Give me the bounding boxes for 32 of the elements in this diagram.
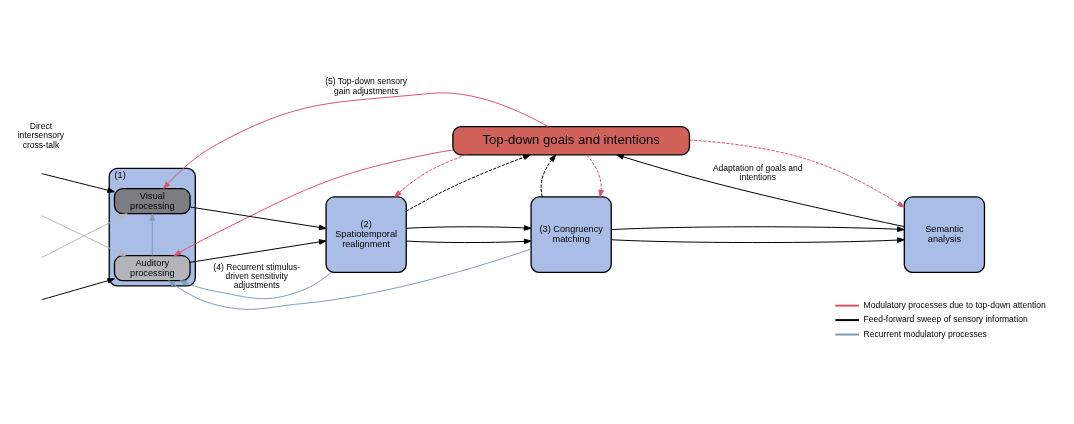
- node-box: Top-down goals and intentions: [452, 125, 691, 156]
- legend-label: Feed-forward sweep of sensory information: [863, 314, 1028, 325]
- arrow: [189, 239, 327, 263]
- arrow: [616, 154, 905, 228]
- arrow: [610, 237, 905, 244]
- arrow: [586, 154, 604, 198]
- arrow: [405, 154, 531, 212]
- node-box: (3) Congruency matching: [530, 196, 612, 274]
- legend-label: Modulatory processes due to top-down attention: [863, 299, 1046, 310]
- arrow: [189, 206, 327, 231]
- arrow: [405, 238, 532, 245]
- edge-label: Adaptation of goals and intentions: [712, 162, 803, 182]
- arrow: [610, 226, 905, 233]
- arrow: [167, 248, 532, 310]
- node-box: Semantic analysis: [903, 196, 986, 274]
- arrow: [540, 154, 557, 198]
- arrow: [149, 213, 156, 257]
- edge-label: (4) Recurrent stimulus-driven sensitivity adjustments: [213, 261, 301, 291]
- arrow: [163, 92, 549, 189]
- arrow: [41, 277, 115, 301]
- arrow: [394, 154, 467, 198]
- arrow: [41, 173, 115, 193]
- node-box: Auditory processing: [113, 255, 191, 282]
- label: Direct intersensory cross-talk: [17, 121, 65, 150]
- arrow: [173, 149, 454, 257]
- arrow: [689, 139, 905, 208]
- arrow: [405, 225, 532, 231]
- node-box: (2) Spatiotemporal realignment: [325, 196, 407, 274]
- legend-label: Recurrent modulatory processes: [863, 328, 987, 339]
- arrow: [179, 272, 332, 300]
- edge-label: (5) Top-down sensory gain adjustments: [325, 76, 408, 96]
- node-box: Visual processing: [113, 188, 191, 215]
